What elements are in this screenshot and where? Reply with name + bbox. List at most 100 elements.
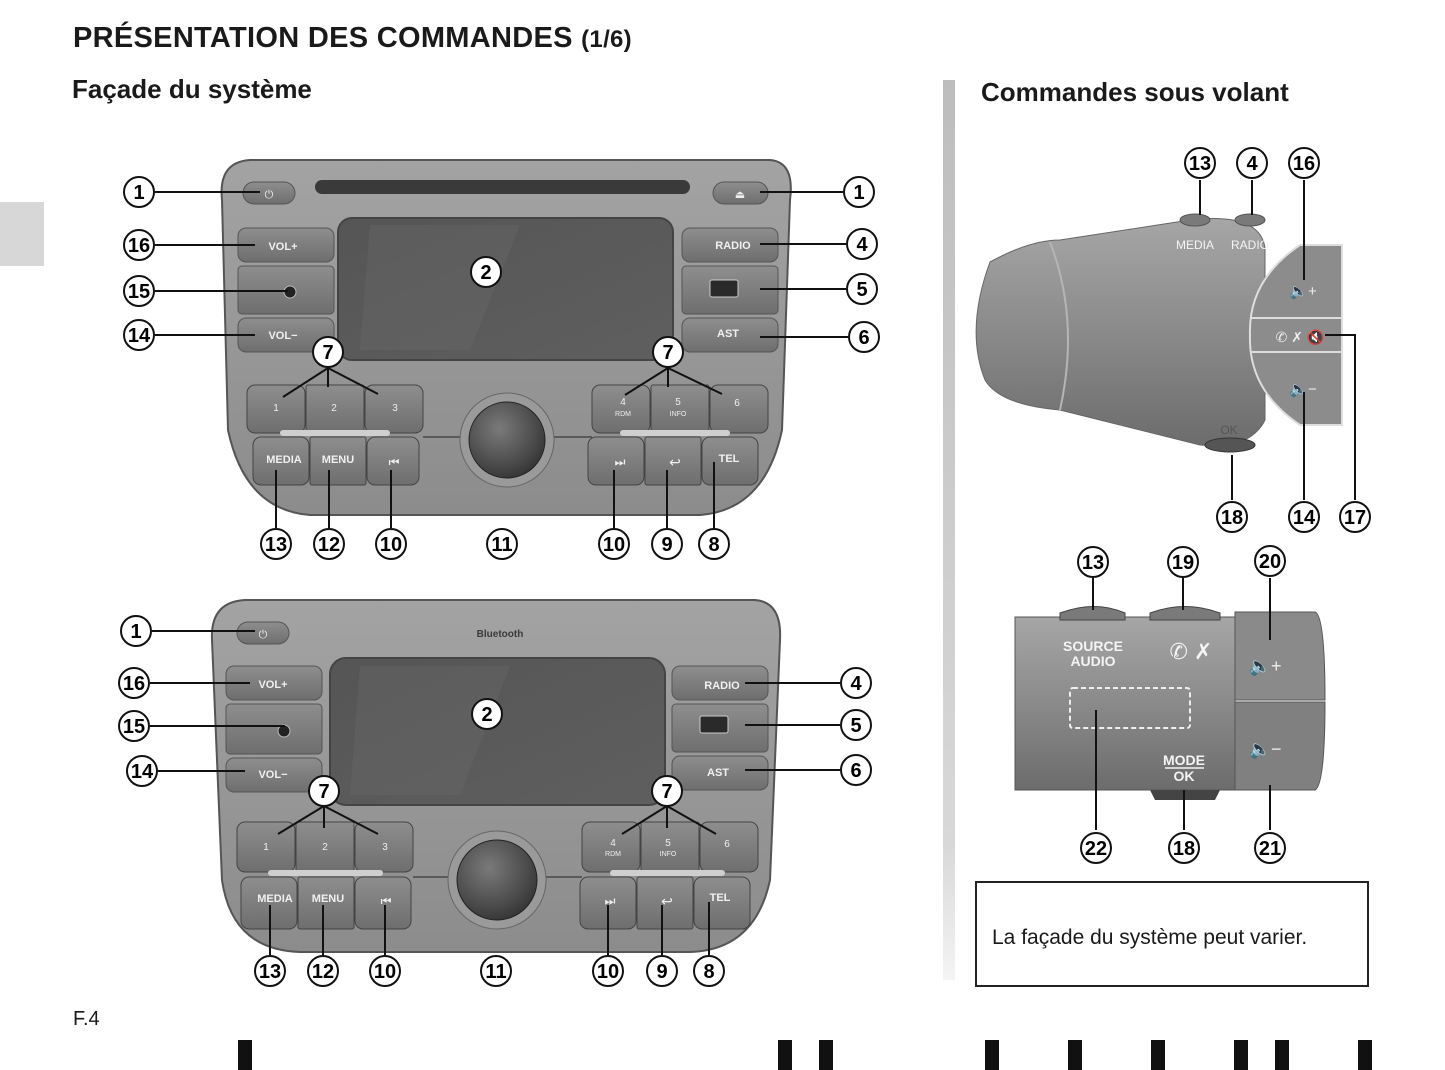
preset-3-button[interactable] [364, 384, 424, 434]
preset-block-right-2: 4 RDM 5 INFO 6 ⏭ ↩ TEL [579, 821, 759, 930]
vol-plus-label: VOL+ [268, 241, 297, 253]
preset-block-left: 1 2 3 MEDIA MENU ⏮ [246, 384, 424, 486]
media-button[interactable] [252, 436, 310, 486]
callout: 22 [1080, 832, 1112, 864]
svg-text:1: 1 [263, 842, 269, 853]
menu-button-2[interactable] [297, 876, 355, 930]
volume-down-icon-2: 🔈− [1249, 739, 1282, 760]
callout: 9 [651, 528, 683, 560]
svg-text:RADIO: RADIO [1231, 238, 1269, 252]
svg-text:17: 17 [1344, 507, 1366, 529]
volume-up-button[interactable] [1234, 611, 1326, 701]
svg-text:1: 1 [273, 403, 279, 414]
rotary-knob-2[interactable] [456, 839, 538, 921]
bluetooth-logo: Bluetooth [477, 629, 524, 640]
svg-text:1: 1 [853, 182, 864, 204]
preset-6-button[interactable] [709, 384, 769, 434]
svg-text:AUDIO: AUDIO [1070, 653, 1115, 669]
svg-text:12: 12 [312, 961, 334, 983]
next-track-icon: ⏭ [615, 455, 626, 469]
svg-text:7: 7 [318, 781, 329, 803]
svg-text:11: 11 [491, 534, 512, 556]
note-text: La façade du système peut varier. [992, 926, 1308, 949]
back-button[interactable] [644, 436, 702, 486]
preset-5-button[interactable] [650, 384, 710, 434]
svg-text:6: 6 [850, 760, 861, 782]
callout: 7 [652, 336, 684, 368]
callout: 14 [126, 755, 158, 787]
prev-button[interactable] [366, 436, 420, 486]
power-button-2[interactable] [236, 621, 290, 645]
callout: 15 [123, 275, 155, 307]
svg-text:5: 5 [850, 715, 861, 737]
svg-text:10: 10 [380, 534, 402, 556]
ok-stalk-button[interactable] [1204, 437, 1256, 453]
svg-text:6: 6 [734, 398, 740, 409]
callout: 7 [308, 775, 340, 807]
prev-button-2[interactable] [354, 876, 412, 930]
svg-text:9: 9 [661, 534, 672, 556]
print-mark [778, 1040, 792, 1070]
callout: 18 [1168, 832, 1200, 864]
print-mark [1275, 1040, 1289, 1070]
next-button[interactable] [587, 436, 645, 486]
callout: 2 [470, 256, 502, 288]
display-screen [337, 217, 674, 361]
svg-text:9: 9 [656, 961, 667, 983]
menu-button[interactable] [309, 436, 367, 486]
volume-down-button[interactable] [1234, 701, 1326, 791]
preset-block-right: 4 RDM 5 INFO 6 ⏭ ↩ TEL [587, 384, 769, 486]
svg-text:13: 13 [1189, 153, 1211, 175]
radio-panel-bottom: ⏻ Bluetooth VOL+ VOL− RADIO AST 1 2 3 ME… [210, 599, 782, 953]
svg-text:TEL: TEL [710, 892, 731, 904]
media-stalk-button[interactable] [1179, 213, 1211, 227]
svg-text:16: 16 [123, 673, 145, 695]
chapter-tab [0, 202, 44, 266]
callout: 19 [1167, 546, 1199, 578]
phone-button[interactable] [1149, 606, 1221, 621]
callout: 10 [598, 528, 630, 560]
svg-text:18: 18 [1221, 507, 1243, 529]
next-track-icon-2: ⏭ [605, 894, 616, 908]
svg-text:INFO: INFO [660, 851, 677, 858]
radio-stalk-button[interactable] [1234, 213, 1266, 227]
svg-text:AST: AST [707, 767, 729, 779]
svg-text:4: 4 [856, 234, 868, 256]
source-audio-button[interactable] [1059, 606, 1126, 621]
callout: 16 [1288, 147, 1320, 179]
svg-text:RDM: RDM [605, 851, 621, 858]
svg-text:19: 19 [1172, 552, 1194, 574]
tel-button[interactable] [701, 436, 759, 486]
svg-text:10: 10 [597, 961, 619, 983]
svg-text:3: 3 [392, 403, 398, 414]
volume-wheel[interactable] [1248, 244, 1343, 426]
callout: 15 [118, 710, 150, 742]
svg-text:4: 4 [610, 838, 616, 849]
scroll-wheel-area[interactable] [1069, 687, 1191, 729]
svg-text:10: 10 [374, 961, 396, 983]
svg-text:4: 4 [620, 397, 626, 408]
preset-4-button[interactable] [591, 384, 651, 434]
vol-minus-button-2[interactable] [225, 757, 323, 793]
usb-port-2 [699, 715, 729, 734]
steering-stalk-top: MEDIA RADIO 🔈+ ✆ ✗ 🔇 🔈− OK [975, 213, 1343, 453]
callout: 12 [307, 955, 339, 987]
ast-button-2[interactable] [671, 755, 769, 791]
back-button-2[interactable] [636, 876, 694, 930]
callout: 1 [120, 615, 152, 647]
ast-button[interactable] [681, 317, 779, 353]
callout: 8 [698, 528, 730, 560]
svg-text:OK: OK [1174, 768, 1195, 784]
callout: 10 [592, 955, 624, 987]
vol-minus-label: VOL− [268, 330, 297, 342]
rotary-knob[interactable] [468, 401, 546, 479]
svg-text:TEL: TEL [719, 453, 740, 465]
svg-text:OK: OK [1220, 423, 1237, 437]
display-screen-2 [329, 657, 666, 806]
callout: 8 [693, 955, 725, 987]
callout: 4 [1236, 147, 1268, 179]
callout: 13 [260, 528, 292, 560]
print-mark [1151, 1040, 1165, 1070]
preset-1-button[interactable] [246, 384, 306, 434]
callout: 21 [1254, 832, 1286, 864]
